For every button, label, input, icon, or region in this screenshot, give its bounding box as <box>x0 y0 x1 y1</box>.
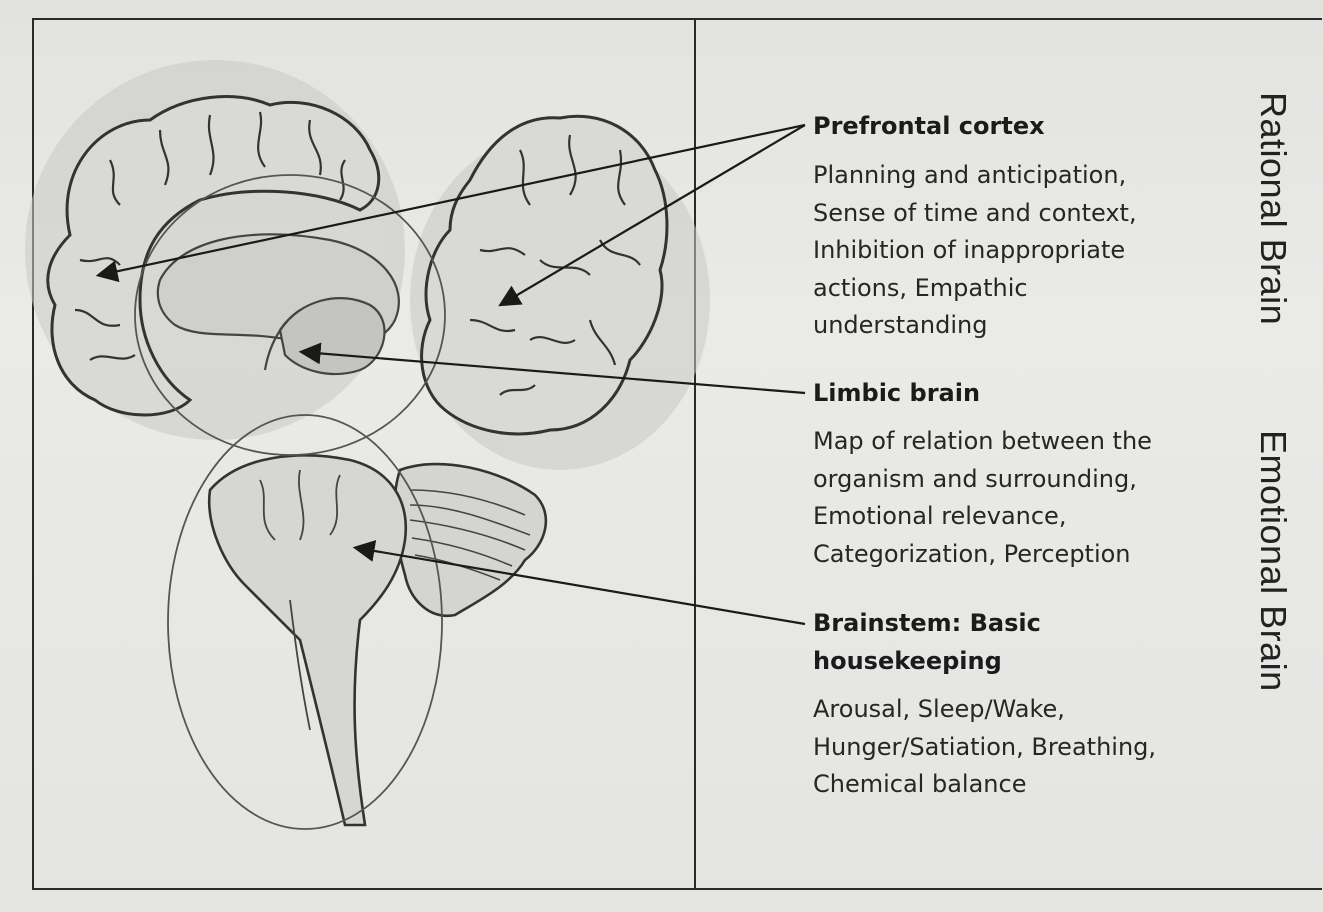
description-line: organism and surrounding, <box>813 461 1152 499</box>
prefrontal-heading: Prefrontal cortex <box>813 107 1045 145</box>
limbic-description: Map of relation between the organism and… <box>813 423 1152 573</box>
limbic-heading: Limbic brain <box>813 374 980 412</box>
description-line: Hunger/Satiation, Breathing, <box>813 729 1156 767</box>
heading-line: Prefrontal cortex <box>813 107 1045 145</box>
description-line: understanding <box>813 307 1137 345</box>
description-line: Arousal, Sleep/Wake, <box>813 691 1156 729</box>
emotional-brain-label: Emotional Brain <box>1252 430 1294 692</box>
rational-brain-label: Rational Brain <box>1252 92 1294 325</box>
description-line: Inhibition of inappropriate <box>813 232 1137 270</box>
brainstem-description: Arousal, Sleep/Wake, Hunger/Satiation, B… <box>813 691 1156 804</box>
heading-line: Brainstem: Basic <box>813 604 1041 642</box>
brainstem-heading: Brainstem: Basic housekeeping <box>813 604 1041 680</box>
cerebellum <box>395 464 546 616</box>
description-line: Emotional relevance, <box>813 498 1152 536</box>
prefrontal-description: Planning and anticipation, Sense of time… <box>813 157 1137 345</box>
description-line: Sense of time and context, <box>813 195 1137 233</box>
description-line: Categorization, Perception <box>813 536 1152 574</box>
heading-line: housekeeping <box>813 642 1041 680</box>
brainstem <box>209 455 406 825</box>
description-line: Chemical balance <box>813 766 1156 804</box>
description-line: actions, Empathic <box>813 270 1137 308</box>
description-line: Map of relation between the <box>813 423 1152 461</box>
description-line: Planning and anticipation, <box>813 157 1137 195</box>
heading-line: Limbic brain <box>813 374 980 412</box>
